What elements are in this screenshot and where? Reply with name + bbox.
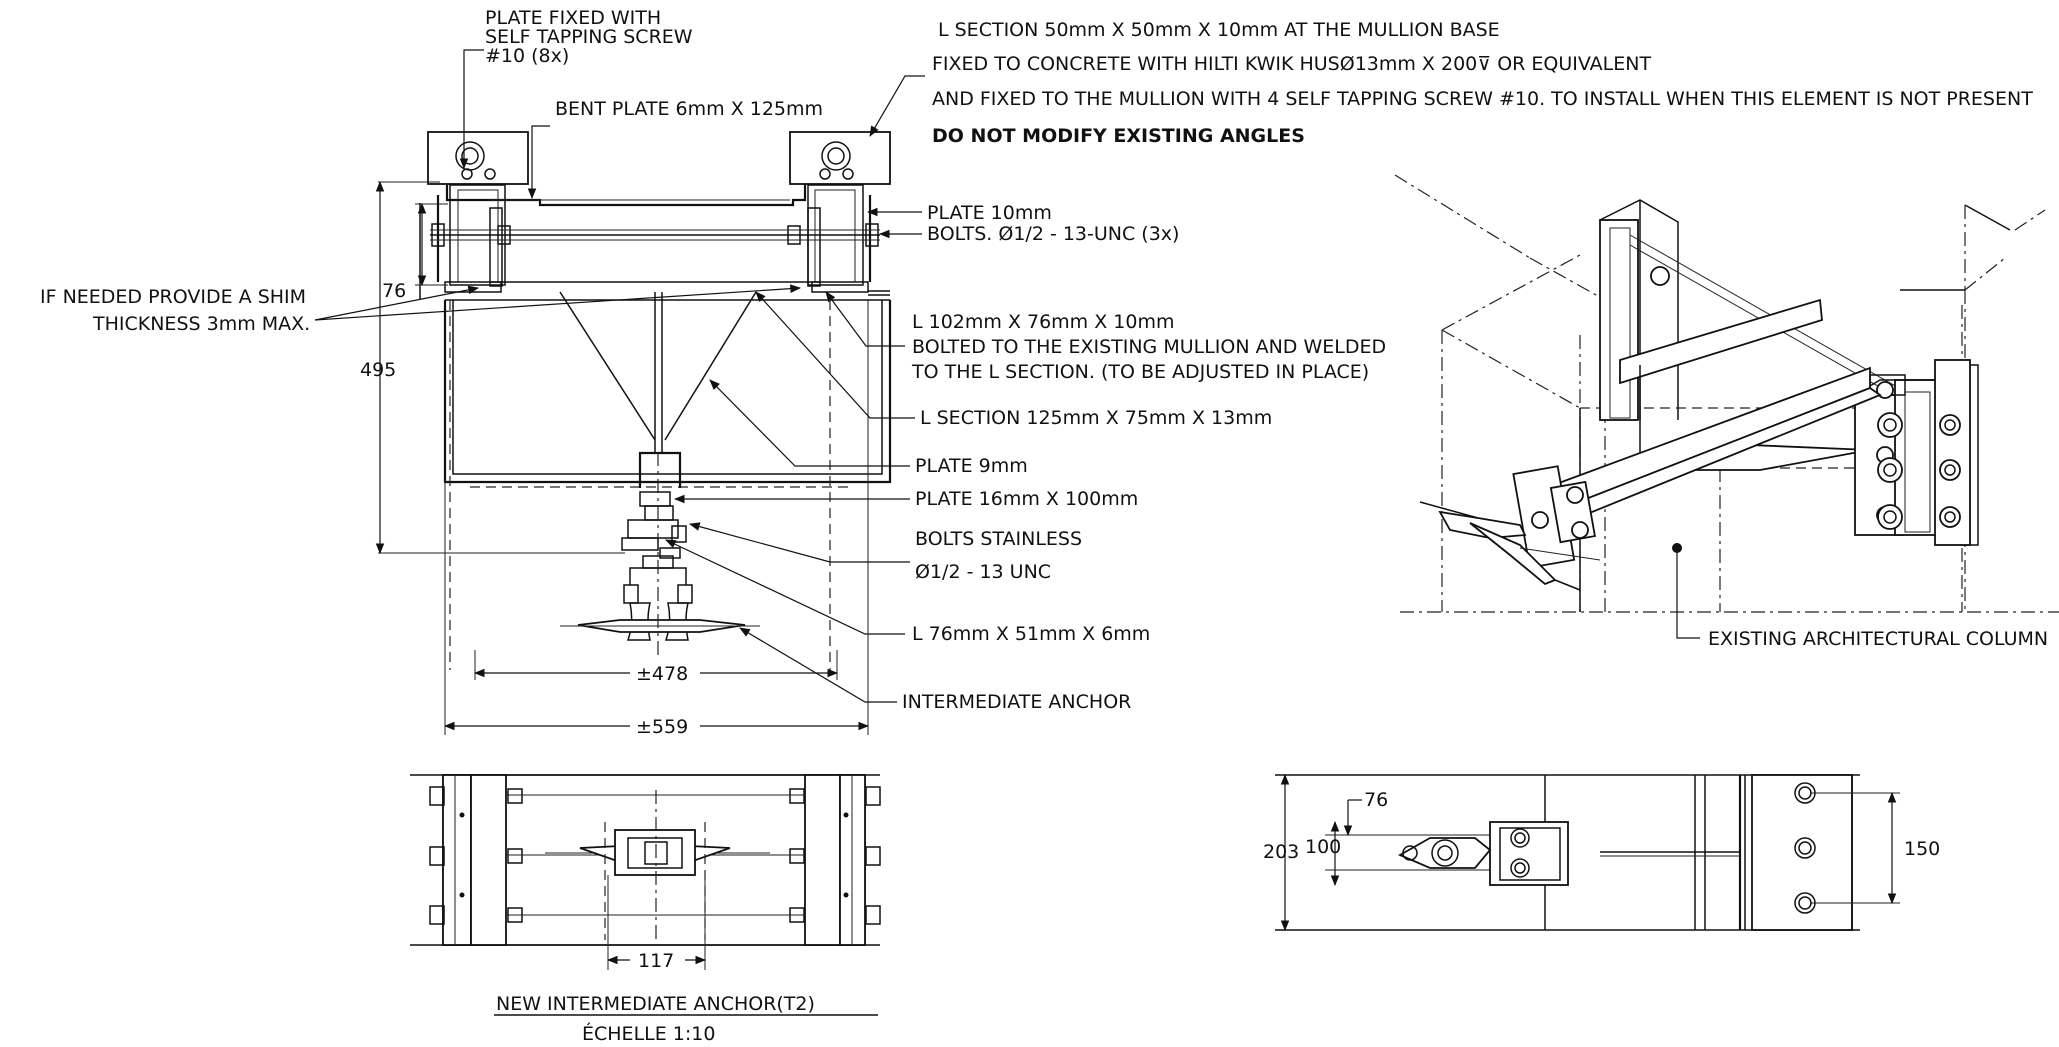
dim-117: 117 <box>638 950 674 972</box>
callout-bolts-3x: BOLTS. Ø1/2 - 13-UNC (3x) <box>927 223 1179 245</box>
callout-shim-line2: THICKNESS 3mm MAX. <box>92 313 310 335</box>
callout-l76: L 76mm X 51mm X 6mm <box>912 623 1150 645</box>
isometric-view: EXISTING ARCHITECTURAL COLUMN <box>1394 174 2059 650</box>
note-line-4: DO NOT MODIFY EXISTING ANGLES <box>932 125 1305 147</box>
dim-495: 495 <box>360 359 396 381</box>
plan-view: 117 <box>410 774 881 972</box>
dim-478: ±478 <box>636 663 688 685</box>
callout-intermediate-anchor: INTERMEDIATE ANCHOR <box>902 691 1131 713</box>
callout-plate-fixed-line2: SELF TAPPING SCREW <box>485 26 693 48</box>
callout-l102-line2: BOLTED TO THE EXISTING MULLION AND WELDE… <box>912 336 1386 358</box>
elevation-dimensions: 495 76 ±478 ±559 <box>360 180 870 738</box>
dim-76-plan: 76 <box>1364 789 1388 811</box>
elevation-view <box>419 131 892 670</box>
dim-150: 150 <box>1904 838 1940 860</box>
dim-100: 100 <box>1305 836 1341 858</box>
dim-76: 76 <box>382 280 406 302</box>
callout-shim-line1: IF NEEDED PROVIDE A SHIM <box>40 286 306 308</box>
callout-plate-fixed-line3: #10 (8x) <box>485 45 569 67</box>
dim-203: 203 <box>1263 841 1299 863</box>
callout-plate-9: PLATE 9mm <box>915 455 1028 477</box>
title-block: NEW INTERMEDIATE ANCHOR(T2) ÉCHELLE 1:10 <box>494 993 878 1045</box>
drawing-scale: ÉCHELLE 1:10 <box>582 1022 715 1045</box>
drawing-title: NEW INTERMEDIATE ANCHOR(T2) <box>496 993 815 1015</box>
bent-plate <box>445 184 807 207</box>
callout-plate-fixed-line1: PLATE FIXED WITH <box>485 7 661 29</box>
callout-bent-plate: BENT PLATE 6mm X 125mm <box>555 98 823 120</box>
callout-l102-line1: L 102mm X 76mm X 10mm <box>912 311 1174 333</box>
dim-559: ±559 <box>636 716 688 738</box>
callout-l125: L SECTION 125mm X 75mm X 13mm <box>920 407 1272 429</box>
callout-plate-16: PLATE 16mm X 100mm <box>915 488 1138 510</box>
plate-9mm <box>638 451 682 488</box>
note-line-2: FIXED TO CONCRETE WITH HILTI KWIK HUSØ13… <box>932 53 1651 75</box>
right-fixing-block <box>789 131 891 185</box>
callout-l102-line3: TO THE L SECTION. (TO BE ADJUSTED IN PLA… <box>911 361 1369 383</box>
side-plan-view: 203 100 76 150 <box>1263 773 1940 932</box>
intermediate-anchor-body <box>560 555 760 641</box>
callout-bolts-stainless-line1: BOLTS STAINLESS <box>915 528 1082 550</box>
callout-existing-column: EXISTING ARCHITECTURAL COLUMN <box>1708 628 2048 650</box>
general-notes: L SECTION 50mm X 50mm X 10mm AT THE MULL… <box>869 19 2033 147</box>
note-line-1: L SECTION 50mm X 50mm X 10mm AT THE MULL… <box>938 19 1500 41</box>
elevation-callouts: PLATE FIXED WITH SELF TAPPING SCREW #10 … <box>40 7 1386 713</box>
note-line-3: AND FIXED TO THE MULLION WITH 4 SELF TAP… <box>932 88 2033 110</box>
mullion-section <box>443 300 892 484</box>
callout-plate-10: PLATE 10mm <box>927 202 1052 224</box>
callout-bolts-stainless-line2: Ø1/2 - 13 UNC <box>915 561 1051 583</box>
